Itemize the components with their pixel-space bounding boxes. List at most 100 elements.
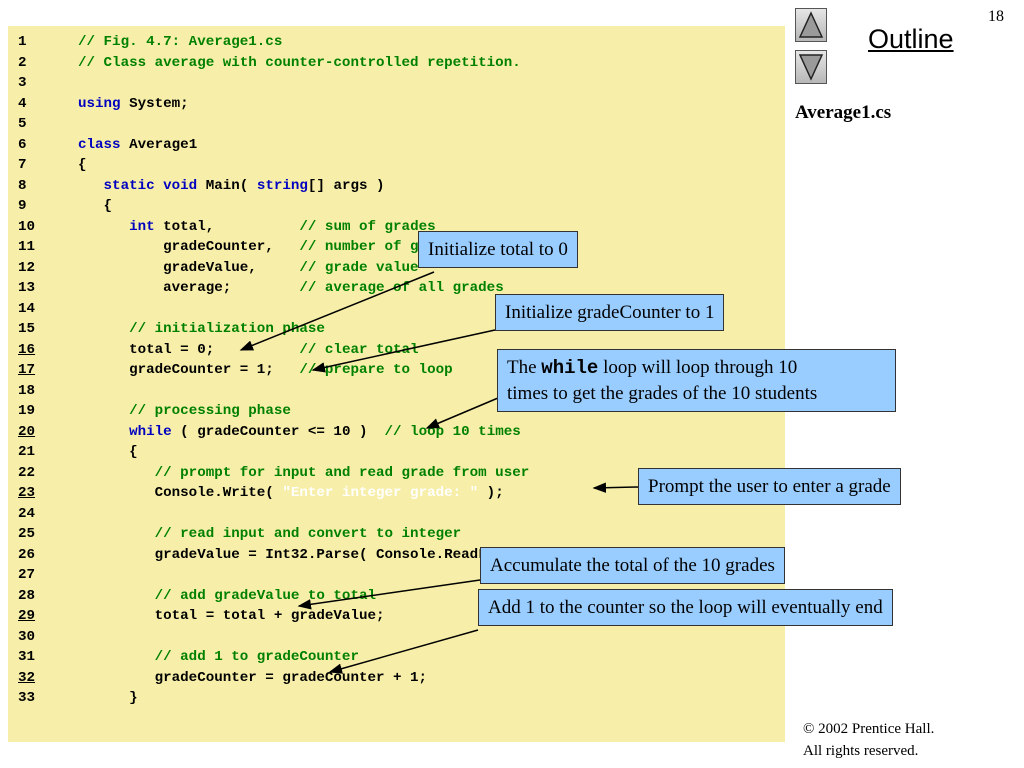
code-token: "Enter integer grade: " [282, 485, 479, 501]
code-token: // add gradeValue to total [154, 587, 376, 604]
line-number: 26 [18, 546, 36, 563]
code-token: // initialization phase [129, 321, 325, 337]
code-token: string [256, 177, 308, 194]
line-number: 19 [18, 403, 36, 419]
callout-init-counter: Initialize gradeCounter to 1 [495, 294, 725, 331]
callout-while-loop: The while loop will loop through 10 time… [497, 349, 896, 412]
line-number: 23 [18, 485, 36, 501]
code-token: total, [154, 218, 300, 235]
code-line: 18 [18, 381, 555, 402]
code-line: 13 average; // average of all grades [18, 278, 555, 299]
line-number: 32 [18, 669, 36, 686]
line-number: 9 [18, 198, 27, 214]
code-token: while [129, 423, 172, 440]
code-line: 30 [18, 627, 555, 648]
code-token: // grade value [299, 259, 419, 276]
line-number: 3 [18, 75, 27, 91]
code-token: int [129, 218, 155, 235]
code-line: 24 [18, 504, 555, 525]
code-token: static void [103, 177, 198, 194]
code-token: gradeCounter = gradeCounter + 1; [78, 669, 428, 686]
callout-while-rest: loop will loop through 10 [598, 357, 798, 378]
code-line: 22 // prompt for input and read grade fr… [18, 463, 555, 484]
line-number: 31 [18, 649, 36, 665]
code-line: 10 int total, // sum of grades [18, 217, 555, 238]
callout-accumulate: Accumulate the total of the 10 grades [480, 547, 785, 584]
code-line: 21 { [18, 442, 555, 463]
line-number: 27 [18, 567, 36, 583]
slide-number: 18 [988, 8, 1004, 25]
code-token: gradeCounter = 1; [78, 362, 300, 378]
line-number: 4 [18, 95, 27, 112]
code-token: class [78, 136, 121, 153]
code-line: 14 [18, 299, 555, 320]
line-number: 29 [18, 608, 36, 624]
code-line: 9 { [18, 196, 555, 217]
code-line: 5 [18, 114, 555, 135]
code-line: 7{ [18, 155, 555, 176]
line-number: 22 [18, 464, 36, 481]
arrow-init-total [239, 271, 435, 351]
code-token: { [78, 198, 113, 214]
code-token: System; [120, 95, 189, 112]
line-number: 6 [18, 136, 27, 153]
code-line: 23 Console.Write( "Enter integer grade: … [18, 483, 555, 504]
code-line: 4 using System; [18, 94, 555, 115]
code-line: 27 [18, 565, 555, 586]
callout-while-line2: times to get the grades of the 10 studen… [507, 383, 818, 404]
callout-prompt: Prompt the user to enter a grade [638, 468, 901, 505]
triangle-up-icon [798, 11, 824, 38]
arrow-prompt [592, 482, 639, 493]
line-number: 33 [18, 690, 36, 706]
code-token: // loop 10 times [384, 423, 521, 440]
code-line: 2// Class average with counter-controlle… [18, 53, 555, 74]
code-token: total = total + gradeValue; [78, 608, 385, 624]
previous-slide-button[interactable] [795, 8, 827, 42]
code-line: 17 gradeCounter = 1; // prepare to loop [18, 360, 555, 381]
code-token: ); [478, 485, 504, 501]
code-line: 19 // processing phase [18, 401, 555, 422]
code-line: 8 static void Main( string[] args ) [18, 176, 555, 197]
code-token: // clear total [299, 341, 419, 358]
file-name-label: Average1.cs [795, 102, 892, 123]
code-token: { [78, 157, 87, 173]
arrow-increment [328, 629, 479, 674]
arrow-while [425, 397, 499, 429]
code-token: // sum of grades [299, 218, 436, 235]
code-token: { [78, 444, 138, 460]
code-token: // processing phase [129, 403, 291, 419]
line-number: 12 [18, 259, 36, 276]
line-number: 5 [18, 116, 27, 132]
code-token: total = 0; [78, 341, 300, 358]
line-number: 18 [18, 382, 36, 399]
callout-init-total: Initialize total to 0 [418, 231, 578, 268]
next-slide-button[interactable] [795, 50, 827, 84]
code-line: 32 gradeCounter = gradeCounter + 1; [18, 668, 555, 689]
code-token: // Class average with counter-controlled… [78, 54, 521, 71]
line-number: 30 [18, 628, 36, 645]
code-line: 15 // initialization phase [18, 319, 555, 340]
line-number: 24 [18, 505, 36, 522]
line-number: 8 [18, 177, 27, 194]
code-token: gradeCounter, [78, 239, 300, 255]
code-line: 12 gradeValue, // grade value [18, 258, 555, 279]
code-line: 1// Fig. 4.7: Average1.cs [18, 32, 555, 53]
callout-increment: Add 1 to the counter so the loop will ev… [478, 589, 893, 626]
code-line: 20 while ( gradeCounter <= 10 ) // loop … [18, 422, 555, 443]
code-token: [] args ) [307, 177, 385, 194]
callout-while-prefix: The [507, 357, 542, 378]
code-line: 28 // add gradeValue to total [18, 586, 555, 607]
code-token: gradeValue, [78, 259, 300, 276]
outline-link[interactable]: Outline [868, 24, 954, 54]
line-number: 7 [18, 157, 27, 173]
copyright-line-1: © 2002 Prentice Hall. [803, 721, 935, 737]
code-token: // read input and convert to integer [154, 526, 462, 542]
code-token: using [78, 95, 121, 112]
code-token: // average of all grades [299, 280, 504, 296]
callout-while-keyword: while [541, 357, 599, 379]
line-number: 17 [18, 362, 36, 378]
code-token: // add 1 to gradeCounter [154, 649, 359, 665]
